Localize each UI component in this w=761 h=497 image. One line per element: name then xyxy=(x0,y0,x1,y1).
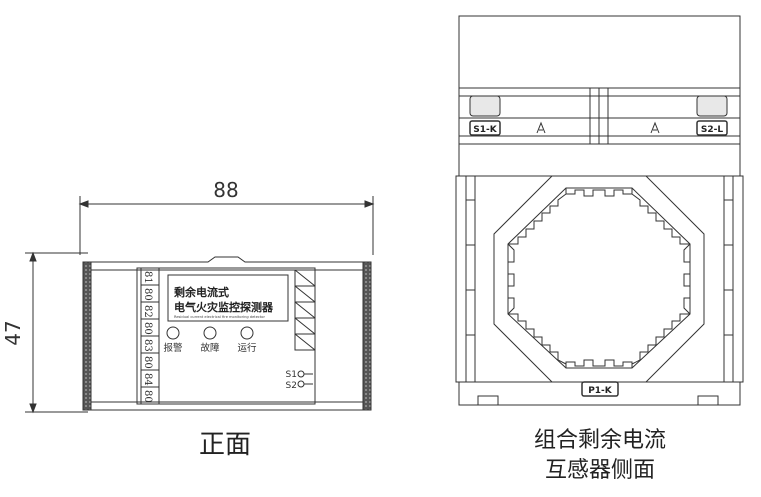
terminal-label: 80 xyxy=(142,390,153,403)
alarm-indicator-led xyxy=(166,326,180,340)
terminal-label: 80 xyxy=(142,322,153,335)
s2-switch-terminal xyxy=(297,380,305,388)
core-stepped-teeth xyxy=(507,188,691,368)
run-indicator-label: 运行 xyxy=(237,342,257,354)
fault-indicator-led xyxy=(203,326,217,340)
front-view xyxy=(25,196,375,414)
width-dimension-value: 88 xyxy=(213,178,238,202)
terminal-label-column xyxy=(140,268,159,404)
height-dimension-line xyxy=(25,251,88,414)
right-terminal-label: S2-L xyxy=(701,125,723,135)
side-view xyxy=(455,15,744,406)
device-label-box xyxy=(167,274,289,322)
run-indicator-led xyxy=(240,326,254,340)
s1-switch-label: S1 xyxy=(286,370,297,380)
terminal-label: 80 xyxy=(142,356,153,369)
terminal-labels: 81 80 82 80 83 80 84 80 xyxy=(142,271,153,403)
core-aperture-outer xyxy=(493,175,705,383)
right-up-arrow-icon xyxy=(650,121,660,134)
terminal-triangle-strip xyxy=(294,269,316,351)
side-view-caption-line2: 互感器侧面 xyxy=(544,458,655,483)
right-terminal-screw xyxy=(696,95,728,117)
s1-switch-terminal xyxy=(297,370,305,378)
alarm-indicator-label: 报警 xyxy=(163,342,183,354)
terminal-label: 82 xyxy=(142,305,153,318)
side-top-cover xyxy=(458,15,741,89)
left-grip-rail xyxy=(82,261,92,411)
device-title-line2: 电气火灾监控探测器 xyxy=(174,300,274,314)
bottom-terminal-label: P1-K xyxy=(588,386,613,396)
left-terminal-screw xyxy=(469,95,501,117)
terminal-label: 81 xyxy=(142,271,153,284)
right-terminal-plate xyxy=(696,120,728,136)
left-terminal-plate xyxy=(469,120,501,136)
left-terminal-label: S1-K xyxy=(473,125,497,135)
bottom-terminal-plate xyxy=(581,381,619,397)
right-grip-rail xyxy=(362,261,372,411)
core-aperture-inner xyxy=(507,187,691,369)
s2-switch-label: S2 xyxy=(286,381,297,391)
terminal-label: 80 xyxy=(142,288,153,301)
height-dimension-value: 47 xyxy=(1,320,25,345)
device-subtitle: Residual current electrical fire monitor… xyxy=(174,315,265,319)
device-title-line1: 剩余电流式 xyxy=(174,285,229,299)
side-view-caption-line1: 组合剩余电流 xyxy=(533,428,666,453)
fault-indicator-label: 故障 xyxy=(200,342,220,354)
left-up-arrow-icon xyxy=(536,121,546,134)
front-housing-outline xyxy=(82,256,372,411)
terminal-label: 84 xyxy=(142,373,153,386)
terminal-label: 83 xyxy=(142,339,153,352)
front-view-caption: 正面 xyxy=(198,430,251,460)
width-dimension-line xyxy=(78,196,375,255)
